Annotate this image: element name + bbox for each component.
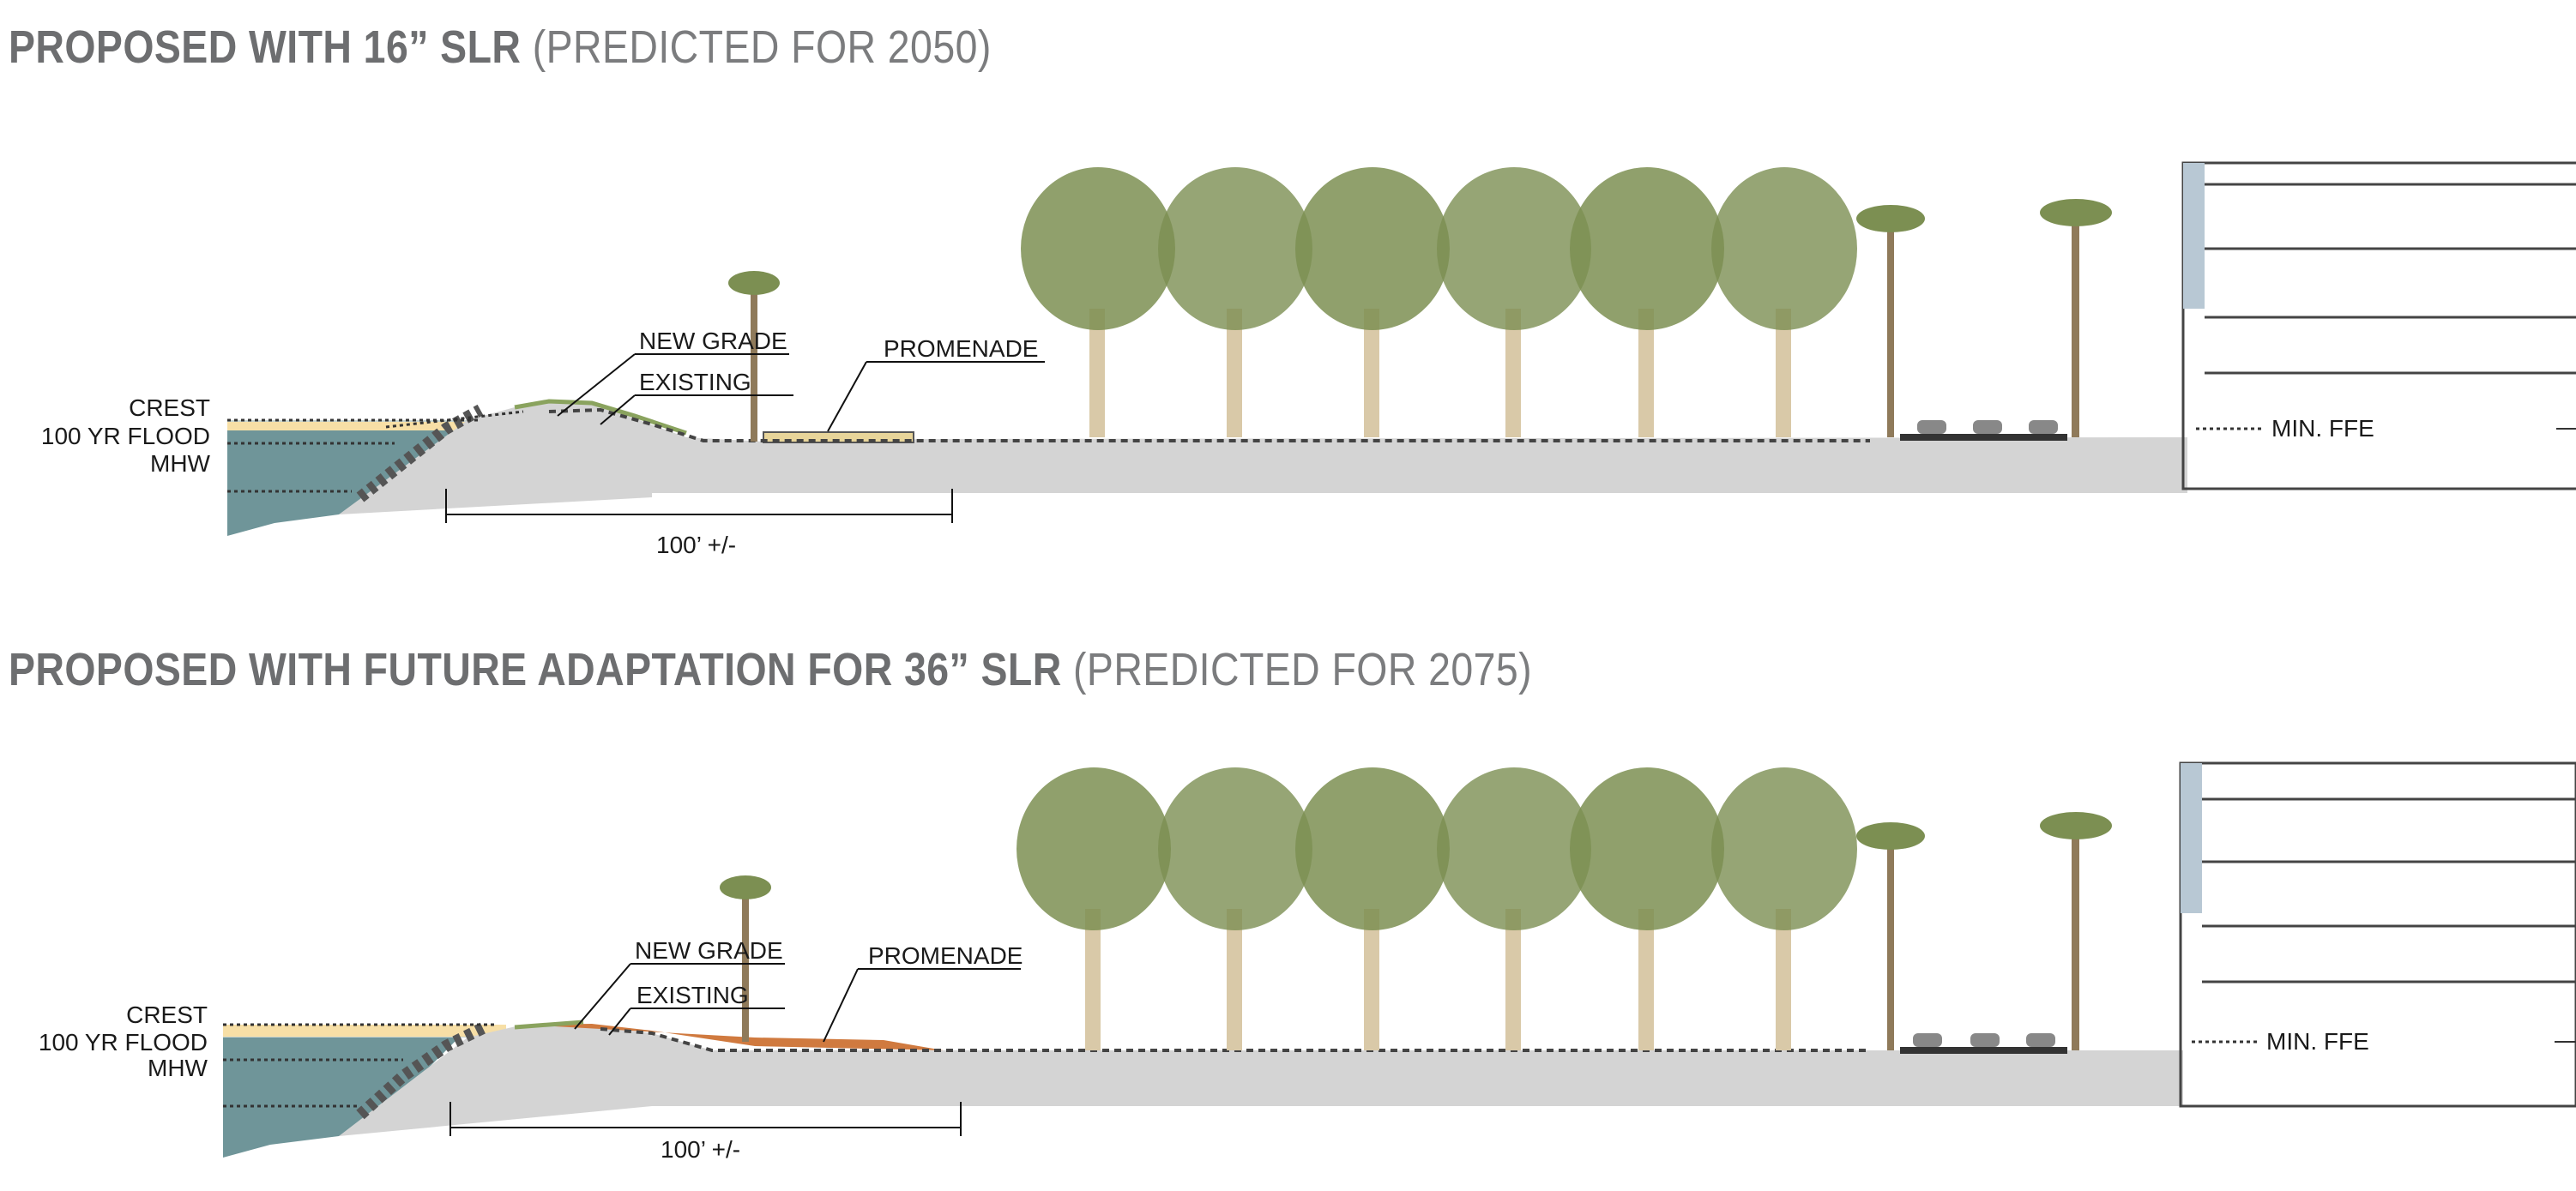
dimension-label: 100’ +/- (661, 1136, 740, 1163)
title-subtitle: (PREDICTED FOR 2075) (1073, 644, 1533, 695)
tree-row (1021, 167, 1857, 437)
tree (1437, 167, 1591, 437)
road (1900, 434, 2067, 441)
new-grade-label: NEW GRADE (639, 328, 787, 354)
car (2029, 420, 2058, 434)
flood-label: 100 YR FLOOD (41, 423, 210, 449)
building (2181, 161, 2576, 490)
road (1900, 1047, 2067, 1054)
water-body (227, 420, 485, 536)
car (1917, 420, 1946, 434)
tree-row (1017, 767, 1857, 1050)
revetment-rocks (356, 404, 484, 502)
title-bold: PROPOSED WITH FUTURE ADAPTATION FOR 36” … (9, 644, 1062, 695)
tree (1437, 767, 1591, 1050)
palm-tree (1856, 205, 1925, 437)
car (2026, 1033, 2055, 1047)
dimension-label: 100’ +/- (656, 532, 736, 558)
building (2179, 761, 2576, 1108)
car (1970, 1033, 2000, 1047)
tree (1711, 767, 1857, 1050)
palm-tree (720, 875, 771, 1042)
crest-label: CREST (129, 394, 210, 421)
existing-grade-dashed (600, 1027, 1870, 1052)
water-body (223, 1025, 506, 1158)
tree (1570, 767, 1724, 1050)
palm-tree (728, 271, 780, 442)
tree (1295, 767, 1450, 1050)
new-grade-label: NEW GRADE (635, 937, 783, 964)
tree (1711, 167, 1857, 437)
tree (1017, 767, 1171, 1050)
mhw-label: MHW (150, 450, 211, 477)
tree (1158, 767, 1312, 1050)
existing-label: EXISTING (636, 982, 749, 1008)
car (1913, 1033, 1942, 1047)
tree (1021, 167, 1175, 437)
promenade-label: PROMENADE (868, 942, 1023, 969)
cross-section-2075: CREST 100 YR FLOOD MHW NEW GRADE EXISTIN… (39, 761, 2576, 1163)
existing-grade-dashed (548, 407, 1870, 442)
existing-label: EXISTING (639, 369, 751, 395)
flood-label: 100 YR FLOOD (39, 1029, 208, 1056)
palm-tree (2040, 199, 2112, 437)
ground-section (339, 1020, 2183, 1136)
section-title-2050: PROPOSED WITH 16” SLR (PREDICTED FOR 205… (9, 21, 992, 74)
crest-label: CREST (126, 1002, 208, 1028)
min-ffe-label: MIN. FFE (2266, 1028, 2369, 1055)
tree (1570, 167, 1724, 437)
palm-tree (1856, 822, 1925, 1050)
tree (1158, 167, 1312, 437)
min-ffe-label: MIN. FFE (2271, 415, 2374, 442)
palm-tree (2040, 812, 2112, 1050)
dimension-line (445, 489, 953, 523)
mhw-label: MHW (148, 1055, 208, 1081)
promenade-label: PROMENADE (884, 335, 1038, 362)
dimension-line (449, 1102, 962, 1136)
tree (1295, 167, 1450, 437)
cross-section-2050: CREST 100 YR FLOOD MHW NEW GRADE EXISTIN… (41, 161, 2576, 558)
ground-section (339, 399, 2187, 514)
title-bold: PROPOSED WITH 16” SLR (9, 21, 522, 73)
section-title-2075: PROPOSED WITH FUTURE ADAPTATION FOR 36” … (9, 643, 1532, 696)
revetment-rocks (356, 1021, 488, 1120)
title-subtitle: (PREDICTED FOR 2050) (532, 21, 992, 73)
car (1973, 420, 2002, 434)
